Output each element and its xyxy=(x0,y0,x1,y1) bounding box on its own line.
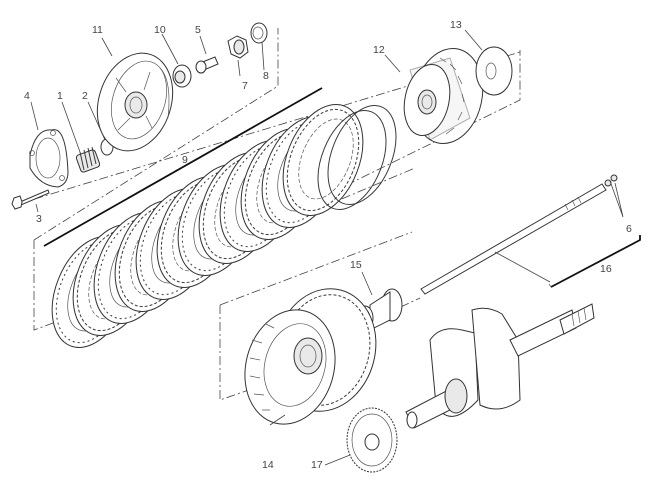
callout-6: 6 xyxy=(626,223,632,235)
bolt-part-3 xyxy=(11,189,50,210)
callout-3: 3 xyxy=(36,213,42,225)
callout-9: 9 xyxy=(182,154,188,166)
callout-12: 12 xyxy=(373,44,385,56)
assembly-outline-lower xyxy=(219,231,413,401)
callout-5: 5 xyxy=(195,24,201,36)
callout-labels: 1 2 3 4 5 6 7 8 9 10 11 12 13 14 15 16 1… xyxy=(24,19,632,471)
callout-8: 8 xyxy=(263,70,269,82)
pushrod-part-16 xyxy=(420,183,607,295)
callout-17: 17 xyxy=(311,459,323,471)
callout-13: 13 xyxy=(450,19,462,31)
leader-lines xyxy=(30,29,624,466)
gear-part-17 xyxy=(346,407,398,473)
balls-part-6 xyxy=(604,174,618,187)
pressure-plate-part-11 xyxy=(96,52,174,152)
clutch-basket-part-14 xyxy=(244,288,377,425)
lock-washer-part-8 xyxy=(250,22,268,44)
callout-16: 16 xyxy=(600,263,612,275)
callout-7: 7 xyxy=(242,80,248,92)
callout-1: 1 xyxy=(57,90,63,102)
wire-ring xyxy=(327,104,397,206)
callout-4: 4 xyxy=(24,90,30,102)
callout-10: 10 xyxy=(154,24,166,36)
clutch-plate xyxy=(282,104,364,216)
spring-part-1 xyxy=(75,146,101,173)
callout-11: 11 xyxy=(92,24,103,36)
callout-2: 2 xyxy=(82,90,88,102)
push-piece-part-5 xyxy=(195,56,219,74)
clutch-plate-inner xyxy=(298,118,354,200)
nut-part-7 xyxy=(227,35,249,59)
clutch-plate-stack-part-9 xyxy=(51,104,397,348)
clutch-hub-part-12 xyxy=(403,48,484,144)
bracket-bar-16-tick xyxy=(548,283,552,288)
bracket-bar-16 xyxy=(550,235,641,288)
crankshaft xyxy=(405,303,595,429)
thrust-washer-part-13 xyxy=(475,46,513,96)
cover-plate-part-4 xyxy=(29,129,69,188)
bracket-bar-9 xyxy=(43,87,323,247)
callout-15: 15 xyxy=(350,259,362,271)
callout-14: 14 xyxy=(262,459,274,471)
bearing-part-10 xyxy=(172,64,192,88)
clutch-plate-teeth xyxy=(286,108,360,212)
wire-ring xyxy=(317,109,387,211)
